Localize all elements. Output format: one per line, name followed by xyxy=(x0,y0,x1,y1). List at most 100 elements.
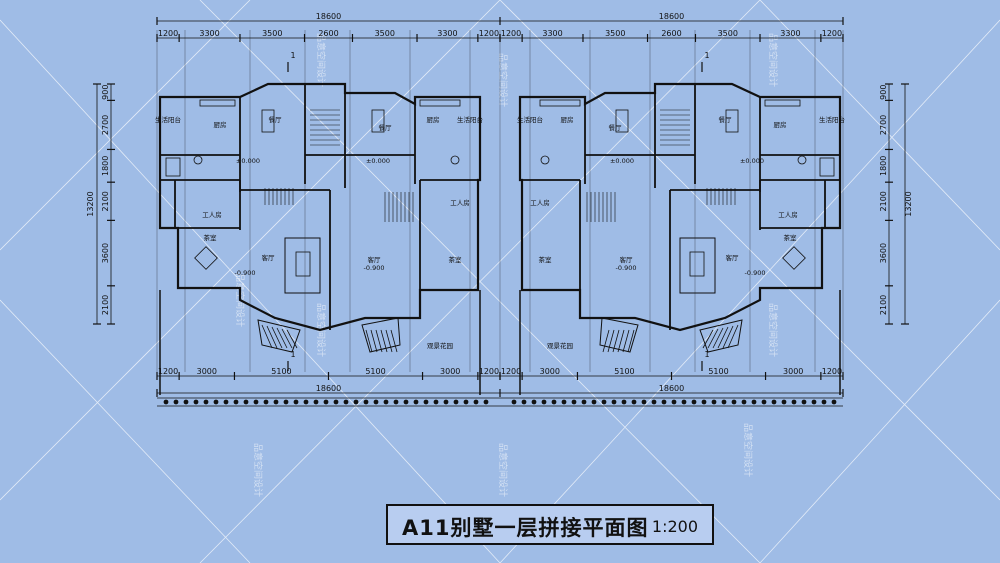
level-mark: -0.900 xyxy=(235,269,256,277)
tea-table xyxy=(194,246,218,270)
fence-post xyxy=(163,399,169,405)
room-label: 工人房 xyxy=(778,210,798,219)
room-label: 餐厅 xyxy=(719,115,733,124)
fence-post xyxy=(383,399,389,405)
fence-post xyxy=(293,399,299,405)
dim-bottom-left-label: 5100 xyxy=(365,367,385,376)
step-line xyxy=(375,329,383,353)
fence-post xyxy=(393,399,399,405)
dim-left-label: 1800 xyxy=(101,156,110,176)
dim-left-label: 3600 xyxy=(101,243,110,263)
dim-left-label: 2100 xyxy=(101,191,110,211)
fence-post xyxy=(721,399,727,405)
fence-post xyxy=(511,399,517,405)
tea-table xyxy=(782,246,806,270)
kitchen-counter xyxy=(539,99,581,107)
dim-bottom-right-label: 1200 xyxy=(501,367,521,376)
room-label: 工人房 xyxy=(202,210,222,219)
level-mark: ±0.000 xyxy=(740,157,764,165)
fence-post xyxy=(751,399,757,405)
level-mark: ±0.000 xyxy=(610,157,634,165)
front-steps xyxy=(699,319,743,353)
fence-post xyxy=(263,399,269,405)
drawing-scale: 1:200 xyxy=(651,517,698,536)
fence-post xyxy=(711,399,717,405)
dim-right-label: 2100 xyxy=(879,295,888,315)
fence-post xyxy=(761,399,767,405)
outer-wall xyxy=(158,82,482,332)
room-label: 客厅 xyxy=(262,253,276,262)
fence-post xyxy=(791,399,797,405)
dim-overall-top-left: 18600 xyxy=(316,12,341,21)
fence-post xyxy=(811,399,817,405)
fence-post xyxy=(731,399,737,405)
room-label: 厨房 xyxy=(561,115,574,124)
dim-top-right-label: 1200 xyxy=(822,29,842,38)
watermark-line xyxy=(0,299,251,563)
fence-post xyxy=(213,399,219,405)
fence-post xyxy=(781,399,787,405)
room-label: 茶室 xyxy=(449,255,463,264)
dining-table xyxy=(371,109,385,133)
fence-post xyxy=(771,399,777,405)
dim-left-total: 13200 xyxy=(86,191,95,216)
fence-post xyxy=(313,399,319,405)
dim-top-right-label: 3500 xyxy=(605,29,625,38)
dim-bottom-right-label: 5100 xyxy=(614,367,634,376)
drawing-title: A11别墅一层拼接平面图 xyxy=(402,516,649,540)
room-label: 客厅 xyxy=(620,255,634,264)
fence-post xyxy=(541,399,547,405)
dim-bottom-right-label: 3000 xyxy=(783,367,803,376)
fence-post xyxy=(611,399,617,405)
outer-wall xyxy=(518,82,842,332)
level-mark: -0.900 xyxy=(616,264,637,272)
room-label: 生活阳台 xyxy=(819,115,845,124)
fence-post xyxy=(571,399,577,405)
step-line xyxy=(717,326,729,349)
dim-top-left-label: 3300 xyxy=(437,29,457,38)
fence-post xyxy=(423,399,429,405)
fence-post xyxy=(303,399,309,405)
step-line xyxy=(281,328,293,349)
dim-bottom-left-label: 1200 xyxy=(479,367,499,376)
step-line xyxy=(702,329,714,349)
front-steps xyxy=(361,317,401,353)
shower xyxy=(819,157,835,177)
dim-overall-bottom-left: 18600 xyxy=(316,384,341,393)
watermark-line xyxy=(759,0,1000,251)
fence-post xyxy=(641,399,647,405)
dim-overall-bottom-right: 18600 xyxy=(659,384,684,393)
step-line xyxy=(390,329,398,353)
room-label: 生活阳台 xyxy=(457,115,483,124)
dim-right-label: 900 xyxy=(879,85,888,100)
fence-post xyxy=(821,399,827,405)
coffee-table xyxy=(689,251,705,277)
step-line xyxy=(266,325,278,349)
dim-top-right-label: 2600 xyxy=(661,29,681,38)
fence-post xyxy=(631,399,637,405)
step-line xyxy=(712,327,724,349)
fence-post xyxy=(801,399,807,405)
step-line xyxy=(602,329,610,353)
fence-post xyxy=(333,399,339,405)
step-line xyxy=(707,328,719,349)
unit-left xyxy=(157,82,500,407)
sofa-set xyxy=(284,237,321,294)
fence-post xyxy=(173,399,179,405)
room-label: 客厅 xyxy=(368,255,382,264)
fence-post xyxy=(483,399,489,405)
dim-top-left-label: 2600 xyxy=(318,29,338,38)
sofa-set xyxy=(679,237,716,294)
dim-left-label: 2700 xyxy=(101,115,110,135)
coffee-table xyxy=(295,251,311,277)
room-label: 厨房 xyxy=(774,120,787,129)
dim-right-label: 1800 xyxy=(879,156,888,176)
dim-top-left-label: 3300 xyxy=(199,29,219,38)
dim-right-total: 13200 xyxy=(904,191,913,216)
fence-post xyxy=(343,399,349,405)
level-mark: -0.900 xyxy=(364,264,385,272)
dim-bottom-left-label: 3000 xyxy=(440,367,460,376)
watermark-text: 品意空间设计 xyxy=(742,423,754,477)
fence-post xyxy=(193,399,199,405)
section-mark: 1 xyxy=(290,51,295,60)
